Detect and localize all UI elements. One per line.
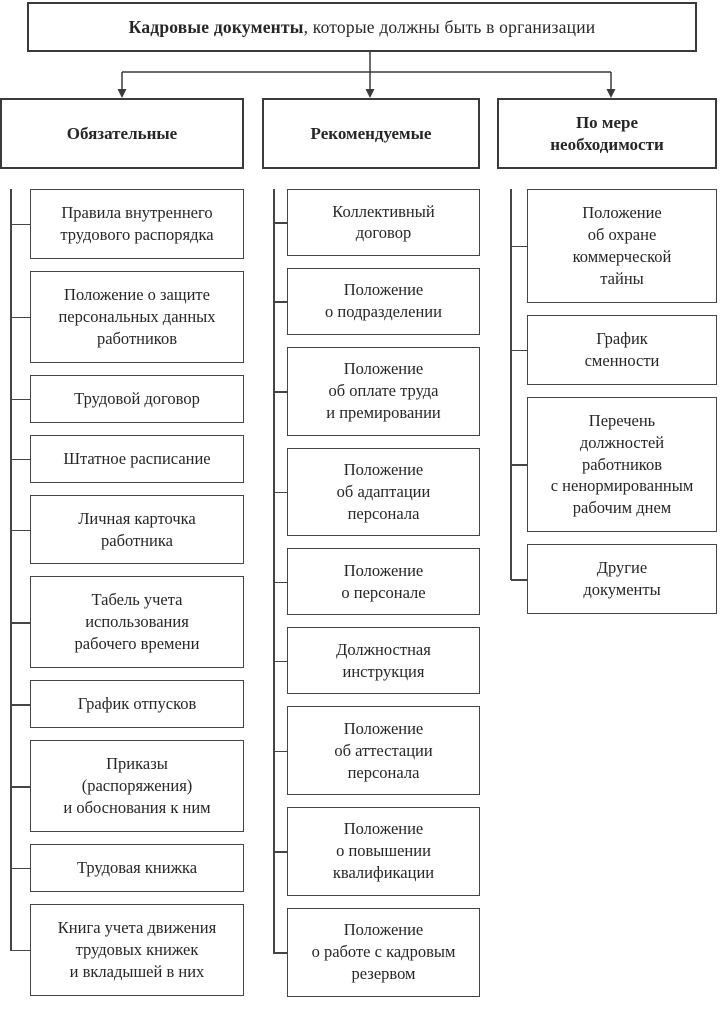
column-header-mandatory: Обязательные bbox=[0, 98, 244, 169]
document-node-label: Трудовая книжка bbox=[76, 858, 198, 877]
document-node-label: Штатное расписание bbox=[63, 448, 211, 468]
document-node: График отпусков bbox=[11, 680, 244, 729]
document-node-label: Трудовой договор bbox=[74, 388, 200, 408]
column-spine-line bbox=[10, 189, 12, 951]
document-node: Положение о персонале bbox=[274, 548, 480, 616]
column-recommended: Рекомендуемые Коллективный договор Полож… bbox=[262, 98, 480, 997]
document-node-label: Личная карточка работника bbox=[78, 508, 196, 550]
document-node: Положение о защите персональных данных р… bbox=[11, 270, 244, 363]
document-node-label: Положение о защите персональных данных р… bbox=[58, 284, 216, 348]
document-node: Личная карточка работника bbox=[11, 494, 244, 565]
document-node-label: Положение об аттестации персонала bbox=[334, 718, 433, 782]
column-mandatory: Обязательные Правила внутреннего трудово… bbox=[0, 98, 244, 996]
column-spine-line bbox=[510, 189, 512, 580]
column-header-as-needed: По мере необходимости bbox=[497, 98, 717, 169]
document-node-label: Правила внутреннего трудового распорядка bbox=[60, 203, 214, 244]
title-regular-segment: , которые должны быть в организации bbox=[303, 16, 596, 37]
document-node-label: Книга учета движения трудовых книжек и в… bbox=[57, 917, 217, 981]
document-node-label: Перечень должностей работников с ненорми… bbox=[550, 410, 694, 518]
column-as-needed: По мере необходимости Положение об охран… bbox=[497, 98, 717, 615]
arrowhead-right bbox=[606, 89, 616, 98]
document-node: Трудовая книжка bbox=[11, 844, 244, 892]
document-node: Другие документы bbox=[511, 544, 717, 615]
document-node: Коллективный договор bbox=[274, 189, 480, 256]
diagram-title-text: Кадровые документы, которые должны быть … bbox=[129, 17, 596, 38]
columns-row: Обязательные Правила внутреннего трудово… bbox=[0, 98, 721, 997]
document-node: Трудовой договор bbox=[11, 374, 244, 423]
document-node: Штатное расписание bbox=[11, 434, 244, 483]
document-node: Положение об оплате труда и премировании bbox=[274, 346, 480, 436]
document-node: Положение об аттестации персонала bbox=[274, 706, 480, 795]
document-node: Приказы (распоряжения) и обоснования к н… bbox=[11, 740, 244, 832]
arrowhead-middle bbox=[365, 89, 375, 98]
document-node-label: Табель учета использования рабочего врем… bbox=[74, 590, 200, 654]
arrowhead-left bbox=[117, 89, 127, 98]
branch-connector-lines bbox=[117, 52, 616, 98]
document-node: Перечень должностей работников с ненорми… bbox=[511, 396, 717, 533]
document-node-label: Положение об оплате труда и премировании bbox=[326, 359, 441, 423]
column-spine-line bbox=[273, 189, 275, 954]
document-node-label: Коллективный договор bbox=[332, 201, 435, 243]
document-node-label: График отпусков bbox=[77, 694, 197, 714]
column-items-as-needed: Положение об охране коммерческой тайны Г… bbox=[497, 189, 717, 615]
document-node-label: Положение о персонале bbox=[341, 560, 426, 602]
column-items-mandatory: Правила внутреннего трудового распорядка… bbox=[0, 189, 244, 996]
document-node-label: Положение о работе с кадровым резервом bbox=[311, 920, 456, 984]
document-node: Положение о подразделении bbox=[274, 267, 480, 335]
document-node: Правила внутреннего трудового распорядка bbox=[11, 189, 244, 259]
document-node: Положение об охране коммерческой тайны bbox=[511, 189, 717, 303]
document-node-label: Должностная инструкция bbox=[336, 639, 431, 681]
column-items-recommended: Коллективный договор Положение о подразд… bbox=[262, 189, 480, 997]
document-node-label: Приказы (распоряжения) и обоснования к н… bbox=[63, 754, 211, 818]
document-node-label: Положение об охране коммерческой тайны bbox=[572, 203, 672, 288]
document-node: Должностная инструкция bbox=[274, 627, 480, 695]
document-node-label: Положение об адаптации персонала bbox=[336, 460, 431, 523]
document-node: График сменности bbox=[511, 314, 717, 385]
document-node-label: Положение о подразделении bbox=[325, 280, 442, 322]
document-node-label: Другие документы bbox=[583, 558, 661, 600]
column-header-recommended: Рекомендуемые bbox=[262, 98, 480, 169]
diagram-title-node: Кадровые документы, которые должны быть … bbox=[27, 2, 697, 52]
document-node-label: Положение о повышении квалификации bbox=[332, 819, 435, 883]
document-node: Положение об адаптации персонала bbox=[274, 447, 480, 537]
title-bold-segment: Кадровые документы bbox=[128, 16, 304, 37]
document-node: Положение о повышении квалификации bbox=[274, 806, 480, 896]
document-node-label: График сменности bbox=[584, 328, 660, 370]
document-node: Положение о работе с кадровым резервом bbox=[274, 907, 480, 997]
document-node: Табель учета использования рабочего врем… bbox=[11, 576, 244, 669]
document-node: Книга учета движения трудовых книжек и в… bbox=[11, 903, 244, 996]
